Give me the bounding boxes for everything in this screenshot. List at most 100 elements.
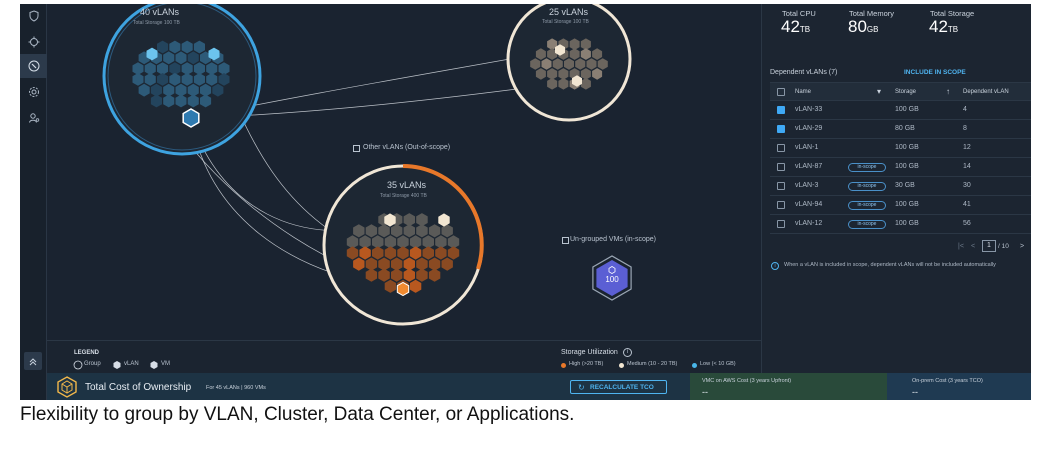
- vlan-hex: [353, 257, 365, 271]
- total-memory-label: Total Memory: [849, 9, 895, 18]
- vlan-hex: [218, 73, 230, 86]
- in-scope-badge: in-scope: [848, 163, 886, 172]
- tco-bar: Total Cost of Ownership For 45 vLANs | 9…: [47, 373, 1031, 400]
- onprem-cost-label: On-prem Cost (3 years TCO): [912, 378, 983, 384]
- page-total: / 10: [998, 243, 1009, 250]
- group-1-subtitle: Total Storage 100 TB: [133, 20, 180, 26]
- details-panel: Total CPU 42TB Total Memory 80GB Total S…: [761, 4, 1031, 373]
- vlan-hex: [580, 78, 591, 90]
- row-checkbox[interactable]: [777, 201, 785, 209]
- info-note: When a vLAN is included in scope, depend…: [784, 262, 996, 268]
- other-vlans-checkbox[interactable]: [353, 145, 360, 152]
- vlan-hex: [353, 224, 365, 238]
- vlan-hex: [384, 279, 397, 293]
- in-scope-badge: in-scope: [848, 201, 886, 210]
- vlan-hex: [391, 224, 403, 238]
- vlan-hex: [200, 94, 212, 108]
- include-in-scope-link[interactable]: INCLUDE IN SCOPE: [904, 69, 966, 76]
- vlan-hex-highlight: [208, 47, 220, 61]
- vmc-cost-card: VMC on AWS Cost (3 years Upfront) --: [690, 373, 887, 400]
- row-storage: 100 GB: [895, 163, 919, 170]
- vlan-hex: [181, 40, 193, 54]
- row-dependent: 8: [963, 125, 967, 132]
- vlan-hex: [391, 268, 403, 282]
- sort-icon[interactable]: ↑: [946, 87, 950, 96]
- prev-page-icon[interactable]: <: [971, 243, 976, 250]
- storage-utilization-title: Storage Utilization: [561, 349, 618, 356]
- row-dependent: 30: [963, 182, 971, 189]
- vlan-hex: [552, 58, 563, 70]
- first-page-icon[interactable]: |<: [958, 243, 964, 250]
- vlan-hex: [541, 58, 552, 70]
- low-dot: [692, 363, 697, 368]
- vlan-hex: [547, 48, 558, 60]
- vlan-hex: [150, 94, 162, 108]
- vlan-hex: [181, 73, 193, 86]
- user-settings-icon[interactable]: [20, 106, 47, 130]
- vlan-hex: [397, 246, 409, 260]
- crosshair-icon[interactable]: [20, 30, 47, 54]
- ungrouped-label: Un-grouped VMs (in-scope): [570, 236, 656, 243]
- row-checkbox[interactable]: [777, 182, 785, 190]
- vlan-hex: [535, 68, 546, 80]
- page-input[interactable]: 1: [982, 240, 996, 252]
- group-2-subtitle: Total Storage 100 TB: [542, 19, 589, 25]
- vlan-hex: [416, 224, 428, 238]
- vlan-hex: [586, 58, 597, 70]
- vlan-hex: [558, 78, 569, 90]
- row-storage: 80 GB: [895, 125, 915, 132]
- vlan-hex: [447, 235, 460, 249]
- vlan-hex: [547, 38, 558, 50]
- shield-icon[interactable]: [20, 4, 47, 28]
- vlan-hex: [422, 246, 434, 260]
- info-note-icon: i: [771, 262, 779, 270]
- expand-up-icon[interactable]: [24, 352, 42, 370]
- recalculate-tco-button[interactable]: ↻ RECALCULATE TCO: [570, 380, 667, 394]
- total-storage-value: 42TB: [929, 17, 959, 36]
- vlan-hex: [580, 48, 591, 60]
- vlan-hex: [435, 235, 447, 249]
- vlan-hex: [206, 73, 218, 86]
- table-header: Name ▾ Storage ↑ Dependent vLAN: [770, 82, 1031, 101]
- next-page-icon[interactable]: >: [1020, 243, 1025, 250]
- storage-medium: Medium (10 - 20 TB): [627, 361, 678, 367]
- total-cpu-label: Total CPU: [782, 9, 816, 18]
- row-checkbox[interactable]: [777, 144, 785, 152]
- row-name: vLAN-94: [795, 201, 823, 208]
- ungrouped-checkbox[interactable]: [562, 237, 569, 244]
- col-storage: Storage: [895, 89, 917, 95]
- info-icon[interactable]: i: [623, 348, 632, 357]
- vlan-hex: [441, 224, 453, 238]
- row-checkbox[interactable]: [777, 220, 785, 228]
- vlan-hex: [359, 246, 371, 260]
- topology-canvas[interactable]: 40 vLANs Total Storage 100 TB 25 vLANs T…: [47, 4, 761, 340]
- app-screenshot: 40 vLANs Total Storage 100 TB 25 vLANs T…: [20, 4, 1031, 400]
- vlan-hex: [403, 224, 415, 238]
- vlan-hex: [416, 257, 428, 271]
- row-storage: 100 GB: [895, 220, 919, 227]
- row-checkbox[interactable]: [777, 106, 785, 114]
- legend-title: LEGEND: [74, 350, 100, 356]
- compass-icon[interactable]: [20, 54, 47, 78]
- vlan-hex: [175, 94, 187, 108]
- row-checkbox[interactable]: [777, 163, 785, 171]
- storage-high: High (>20 TB): [569, 361, 604, 367]
- select-all-checkbox[interactable]: [777, 88, 785, 96]
- row-dependent: 12: [963, 144, 971, 151]
- onprem-cost-value: --: [912, 387, 918, 397]
- settings-icon[interactable]: [20, 80, 47, 104]
- vlan-hex: [403, 257, 415, 271]
- row-checkbox[interactable]: [777, 125, 785, 133]
- dependent-vlans-title: Dependent vLANs (7): [770, 69, 838, 76]
- legend-vlan: vLAN: [124, 361, 139, 367]
- filter-icon[interactable]: ▾: [877, 87, 882, 96]
- vlan-hex: [132, 73, 144, 86]
- caption: Flexibility to group by VLAN, Cluster, D…: [20, 404, 575, 425]
